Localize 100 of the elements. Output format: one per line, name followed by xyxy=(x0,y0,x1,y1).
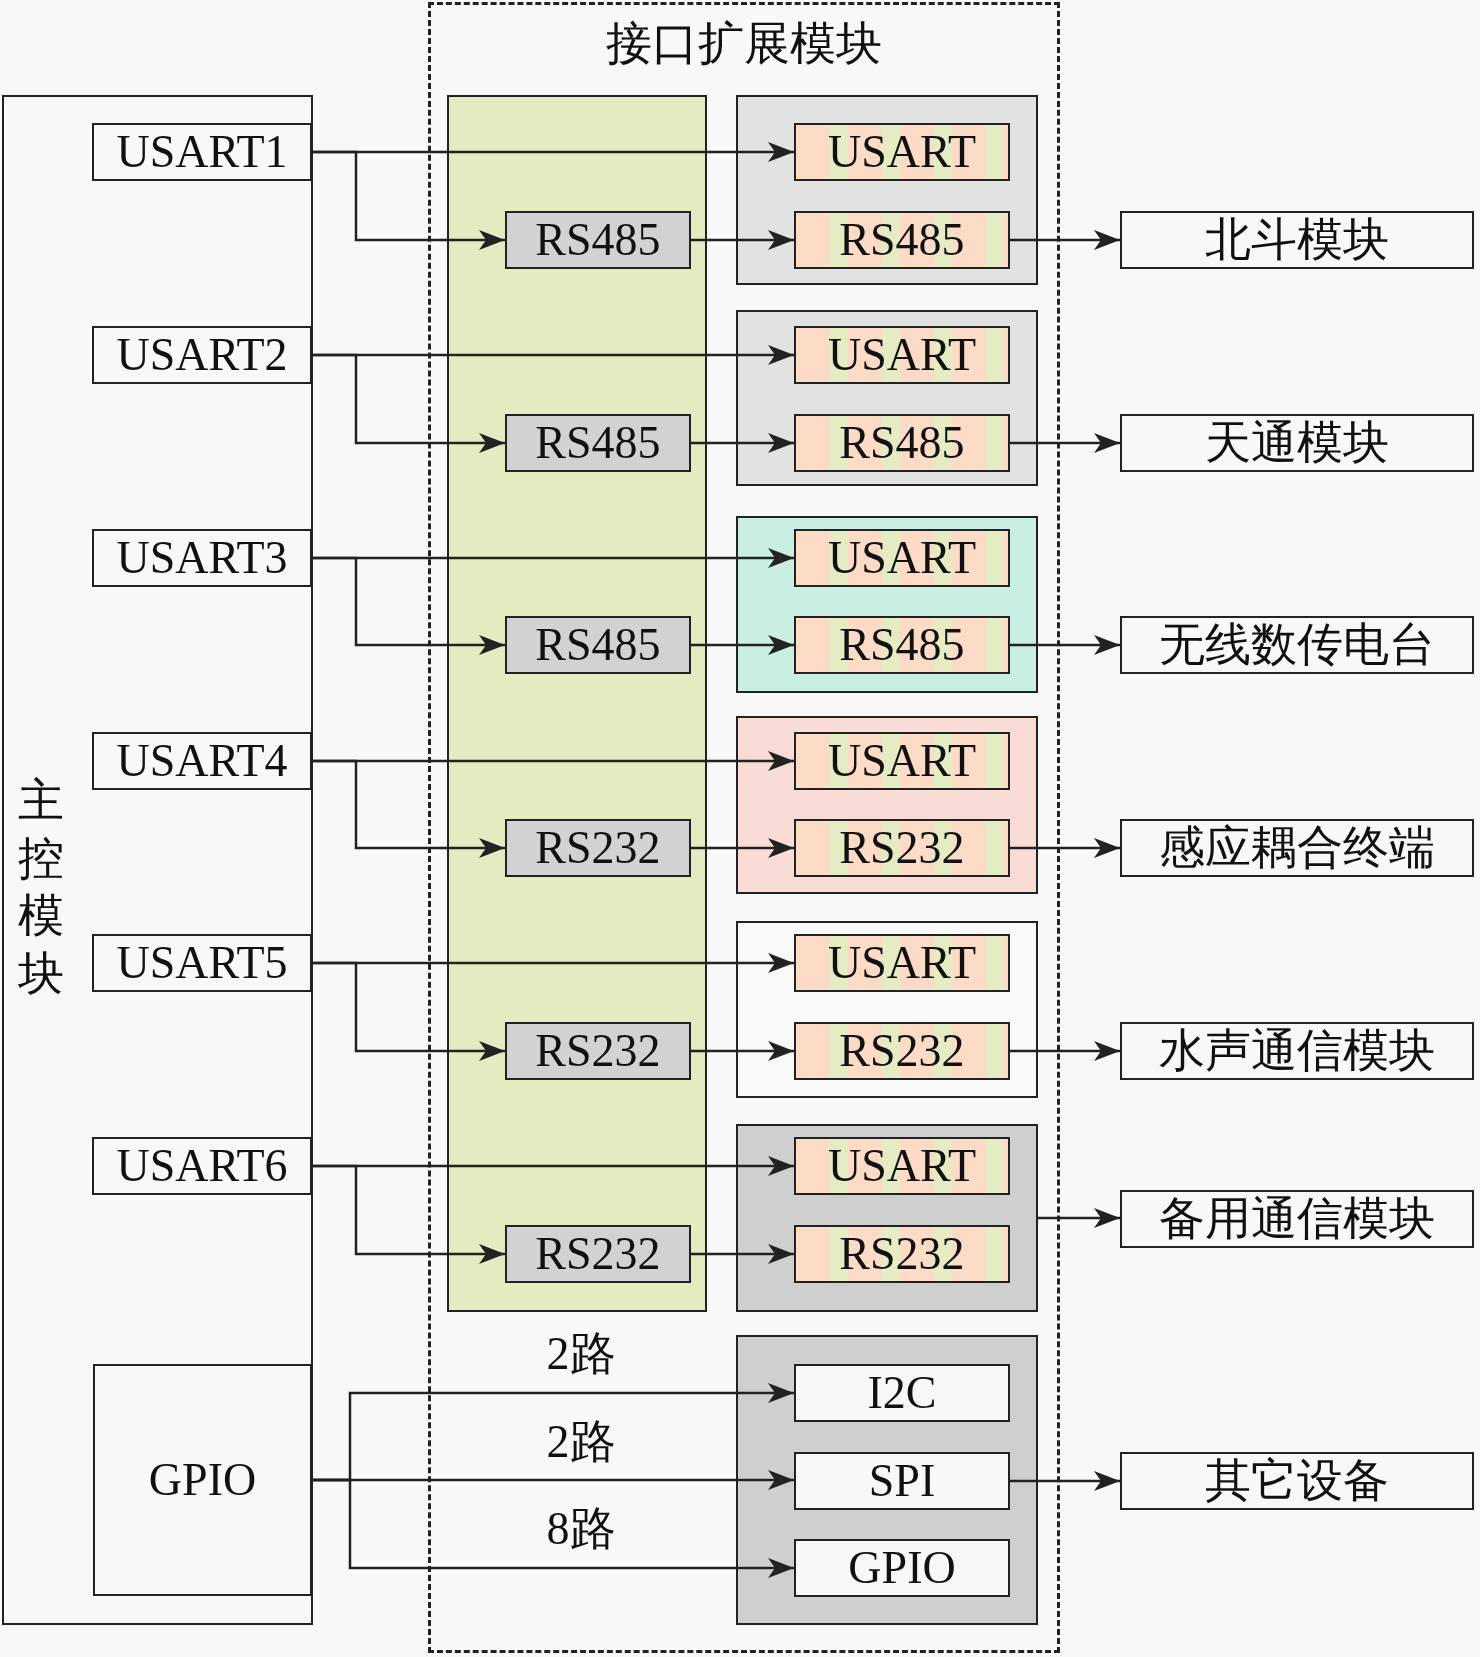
converter-box xyxy=(505,819,691,877)
arrow xyxy=(691,1041,794,1061)
arrow xyxy=(312,353,505,453)
port-box xyxy=(92,529,312,587)
interface-box xyxy=(1120,616,1474,674)
converter-panel xyxy=(447,95,707,1312)
interface-box xyxy=(794,1452,1010,1510)
node-label: USART5 xyxy=(115,936,289,990)
edge-label: 8路 xyxy=(545,1506,617,1552)
converter-box xyxy=(505,616,691,674)
interface-group-box xyxy=(736,1124,1038,1312)
port-box xyxy=(92,934,312,992)
interface-box xyxy=(1120,1022,1474,1080)
interface-group-box xyxy=(736,95,1038,285)
arrow xyxy=(1038,1208,1120,1228)
interface-box xyxy=(794,1225,1010,1283)
node-label: RS485 xyxy=(534,213,662,267)
node-label: USART xyxy=(826,936,977,990)
arrow xyxy=(312,556,505,655)
arrow xyxy=(1010,1471,1120,1491)
interface-group-box xyxy=(736,310,1038,486)
arrow xyxy=(691,635,794,655)
node-label: 接口扩展模块 xyxy=(605,19,883,70)
interface-group-box xyxy=(736,716,1038,894)
node-label: GPIO xyxy=(147,1453,258,1507)
interface-box xyxy=(794,1022,1010,1080)
arrow xyxy=(691,838,794,858)
node-label: USART1 xyxy=(115,125,289,179)
interface-group-box xyxy=(736,516,1038,693)
node-label: I2C xyxy=(866,1366,938,1420)
node-label: 北斗模块 xyxy=(1204,213,1390,267)
edge-label: 2路 xyxy=(545,1419,617,1465)
port-box xyxy=(92,326,312,384)
node-label: SPI xyxy=(867,1454,937,1508)
node-label: USART3 xyxy=(115,531,289,585)
node-label: USART xyxy=(826,125,977,179)
interface-group-box xyxy=(736,1335,1038,1625)
port-box xyxy=(92,123,312,181)
interface-box xyxy=(794,211,1010,269)
port-box xyxy=(92,732,312,790)
port-box xyxy=(93,1364,312,1596)
arrow xyxy=(312,961,505,1061)
node-label: USART xyxy=(826,531,977,585)
interface-box xyxy=(794,1539,1010,1597)
interface-box xyxy=(1120,1190,1474,1248)
converter-box xyxy=(505,414,691,472)
interface-box xyxy=(794,732,1010,790)
arrow xyxy=(312,1164,505,1264)
interface-box xyxy=(794,414,1010,472)
module-frame xyxy=(428,2,1060,1653)
interface-group-box xyxy=(736,921,1038,1098)
port-box xyxy=(92,1137,312,1195)
node-label: 天通模块 xyxy=(1204,416,1390,470)
node-label: RS485 xyxy=(534,416,662,470)
node-label: RS485 xyxy=(838,213,966,267)
arrow xyxy=(1010,635,1120,655)
node-label: RS232 xyxy=(534,1024,662,1078)
interface-box xyxy=(794,616,1010,674)
node-label: 水声通信模块 xyxy=(1158,1024,1436,1078)
interface-box xyxy=(794,326,1010,384)
converter-box xyxy=(505,211,691,269)
node-label: 主控模块 xyxy=(18,774,64,1001)
interface-box xyxy=(794,529,1010,587)
arrow xyxy=(691,433,794,453)
controller-block xyxy=(2,95,313,1625)
interface-box xyxy=(1120,819,1474,877)
node-label: RS232 xyxy=(838,1024,966,1078)
interface-box xyxy=(1120,1452,1474,1510)
node-label: RS485 xyxy=(534,618,662,672)
arrow xyxy=(1010,838,1120,858)
edge-label: 2路 xyxy=(545,1331,617,1377)
arrow xyxy=(312,150,505,250)
interface-box xyxy=(1120,414,1474,472)
interface-box xyxy=(794,1364,1010,1422)
interface-box xyxy=(794,934,1010,992)
node-label: 其它设备 xyxy=(1204,1454,1390,1508)
arrow xyxy=(312,1478,794,1578)
node-label: USART xyxy=(826,1139,977,1193)
node-label: 备用通信模块 xyxy=(1158,1192,1436,1246)
node-label: USART xyxy=(826,734,977,788)
arrow xyxy=(1010,1041,1120,1061)
arrow xyxy=(1010,433,1120,453)
node-label: RS232 xyxy=(534,1227,662,1281)
node-label: 感应耦合终端 xyxy=(1158,821,1436,875)
node-label: USART6 xyxy=(115,1139,289,1193)
converter-box xyxy=(505,1225,691,1283)
node-label: USART xyxy=(826,328,977,382)
node-label: RS232 xyxy=(838,1227,966,1281)
arrow xyxy=(1010,230,1120,250)
arrow xyxy=(691,230,794,250)
node-label: RS232 xyxy=(838,821,966,875)
interface-box xyxy=(1120,211,1474,269)
arrow xyxy=(691,1244,794,1264)
node-label: RS485 xyxy=(838,416,966,470)
node-label: RS485 xyxy=(838,618,966,672)
node-label: USART2 xyxy=(115,328,289,382)
converter-box xyxy=(505,1022,691,1080)
node-label: USART4 xyxy=(115,734,289,788)
arrow xyxy=(312,759,505,858)
interface-box xyxy=(794,819,1010,877)
